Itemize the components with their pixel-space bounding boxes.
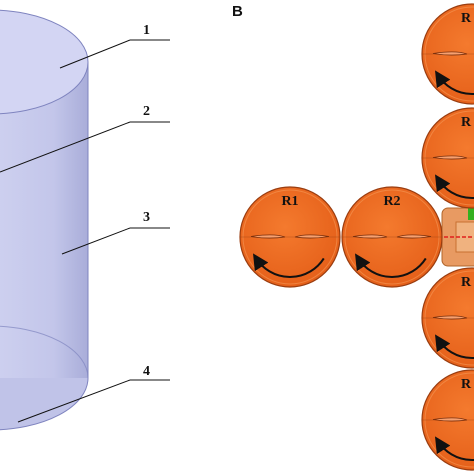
rotor-right-3: R bbox=[421, 267, 474, 369]
rotation-arrow bbox=[435, 436, 474, 461]
callout-4-label: 4 bbox=[143, 364, 150, 379]
cylinder-bottom-hidden-edge bbox=[0, 325, 89, 379]
cylinder-bottom-edge bbox=[0, 377, 89, 431]
panel-b-letter: B bbox=[232, 3, 243, 20]
callout-4-leader bbox=[17, 379, 131, 423]
rotation-arrow bbox=[355, 253, 427, 278]
rotor-right-2: R bbox=[421, 107, 474, 209]
rotation-arrow bbox=[253, 253, 325, 278]
blade-left bbox=[250, 234, 286, 239]
rotor-label: R bbox=[461, 275, 472, 290]
rotor-right-4: R bbox=[421, 369, 474, 471]
rotation-arrow bbox=[435, 334, 474, 359]
rotor-label: R bbox=[461, 11, 472, 26]
callout-2-leader bbox=[0, 121, 131, 173]
blade-left bbox=[432, 417, 468, 422]
rotor-left-2: R2 bbox=[341, 186, 443, 288]
blade-left bbox=[432, 155, 468, 160]
blade-left bbox=[352, 234, 388, 239]
blade-left bbox=[432, 51, 468, 56]
blade-left bbox=[432, 315, 468, 320]
callout-2-label: 2 bbox=[143, 104, 150, 119]
callout-3-label: 3 bbox=[143, 210, 150, 225]
callout-3-leader bbox=[61, 227, 131, 255]
rotation-arrow bbox=[435, 174, 474, 199]
rotor-label: R bbox=[461, 377, 472, 392]
cylinder-body bbox=[0, 62, 88, 378]
blade-right bbox=[396, 234, 432, 239]
rotation-arrow bbox=[435, 70, 474, 95]
panel-a: 1 2 3 4 bbox=[0, 9, 170, 431]
rotor-label: R1 bbox=[281, 194, 298, 209]
blade-right bbox=[294, 234, 330, 239]
rotor-right-1: R bbox=[421, 3, 474, 105]
callout-1-leader bbox=[59, 39, 131, 69]
rotor-left-1: R1 bbox=[239, 186, 341, 288]
rotor-label: R2 bbox=[383, 194, 400, 209]
rotor-label: R bbox=[461, 115, 472, 130]
y-axis-indicator bbox=[468, 206, 474, 220]
callout-1-label: 1 bbox=[143, 23, 150, 38]
